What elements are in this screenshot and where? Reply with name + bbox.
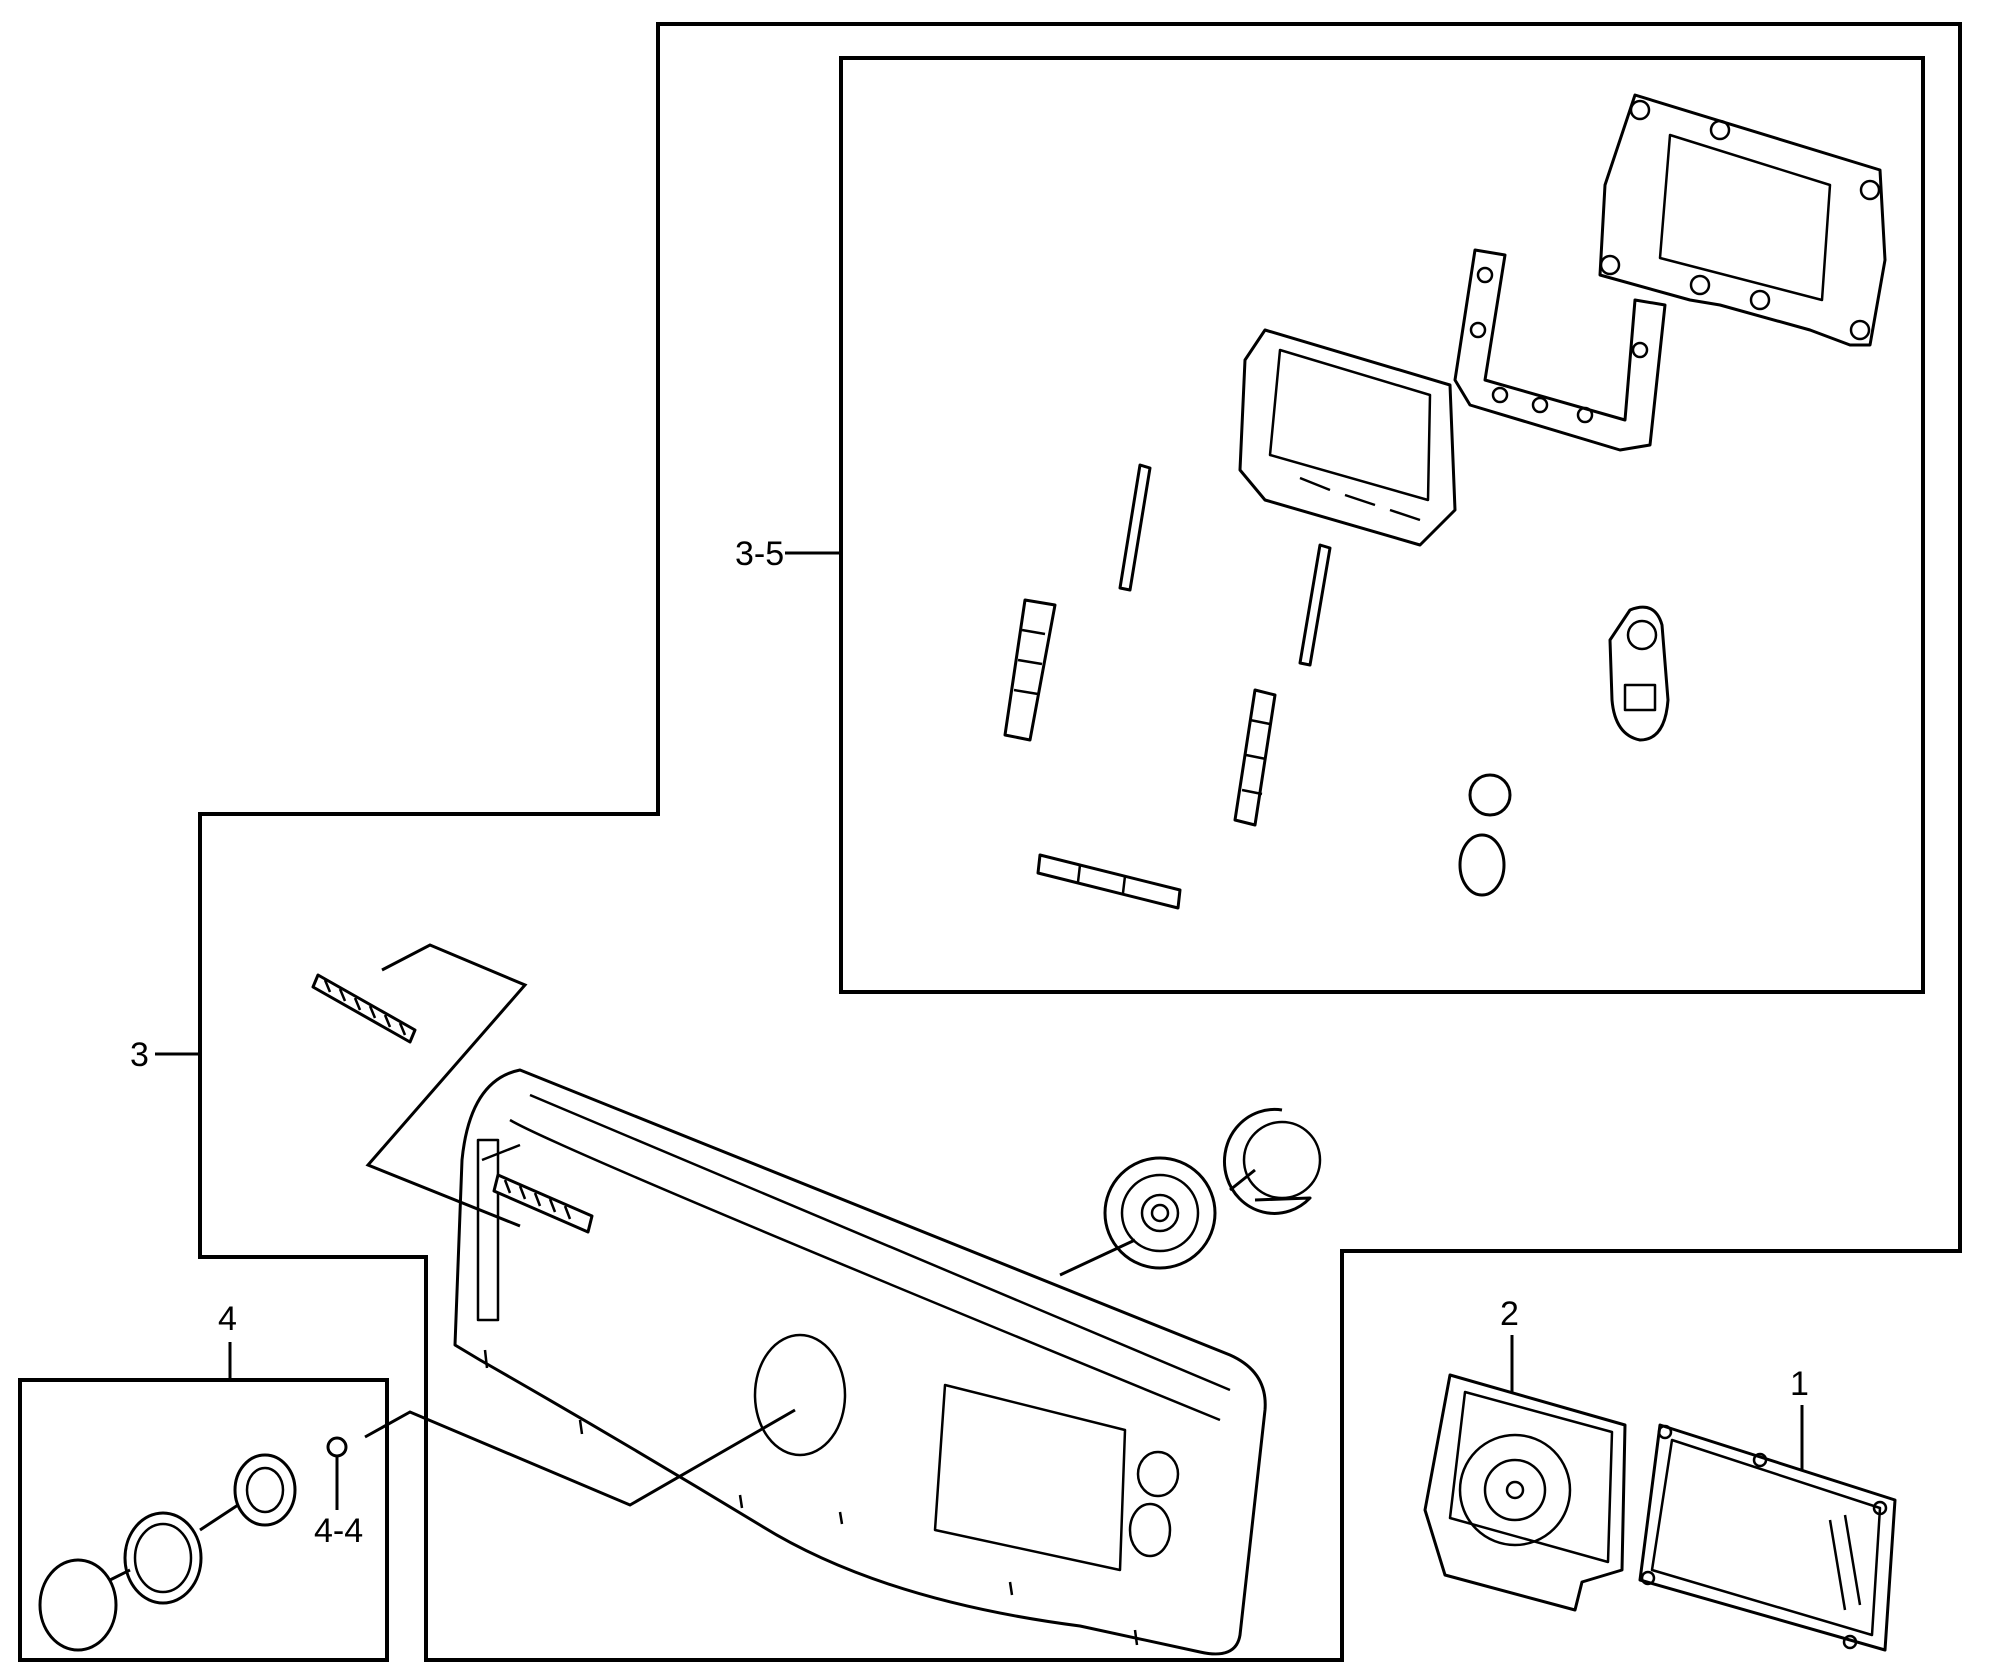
decor-strip-assembly — [311, 943, 594, 1234]
subassembly-3-5-parts — [1003, 93, 1887, 910]
part-2-knob-bracket — [1423, 1373, 1627, 1612]
button-strip-c — [1003, 598, 1057, 742]
callout-label-4-4: 4-4 — [314, 1512, 363, 1550]
knob-opening — [753, 1333, 847, 1457]
callout-label-1: 1 — [1790, 1365, 1809, 1403]
callout-label-2: 2 — [1500, 1295, 1519, 1333]
leader-knob-assembly — [364, 1408, 796, 1507]
subassembly-3-5-frame — [839, 56, 1925, 994]
knob-assembly-4 — [38, 1436, 348, 1652]
power-button-housing — [1608, 605, 1670, 742]
knob-ring — [123, 1511, 203, 1605]
callout-4: 4 — [218, 1300, 237, 1380]
display-window — [933, 1383, 1127, 1572]
button-opening-bottom — [1128, 1502, 1172, 1558]
button-strip-a — [1118, 463, 1152, 592]
knob-spring-4-4 — [326, 1436, 348, 1458]
knob-cap — [38, 1558, 118, 1652]
knob-encoder-assembly — [1059, 1107, 1322, 1277]
part-1-main-pcb — [1638, 1423, 1897, 1652]
power-button-cap — [1468, 773, 1512, 817]
assembly-4-frame — [18, 1378, 389, 1662]
knob-body — [233, 1453, 297, 1527]
encoder-ring — [1222, 1107, 1312, 1215]
callout-4-4: 4-4 — [314, 1452, 363, 1550]
callout-label-3-5: 3-5 — [735, 535, 784, 573]
callout-3-5: 3-5 — [735, 535, 841, 573]
callout-label-3: 3 — [130, 1036, 149, 1074]
button-opening-top — [1136, 1450, 1180, 1498]
decor-strip-installed — [492, 1173, 594, 1234]
pcb-frame-top — [1598, 93, 1887, 347]
button-membrane — [1453, 248, 1667, 452]
control-panel-housing — [453, 1068, 1267, 1656]
callout-3: 3 — [130, 1036, 200, 1074]
button-strip-b — [1298, 543, 1332, 667]
power-button-lens — [1458, 833, 1506, 897]
callout-label-4: 4 — [218, 1300, 237, 1338]
button-strip-horizontal — [1036, 853, 1182, 910]
assembly-3-frame — [198, 22, 1962, 1662]
